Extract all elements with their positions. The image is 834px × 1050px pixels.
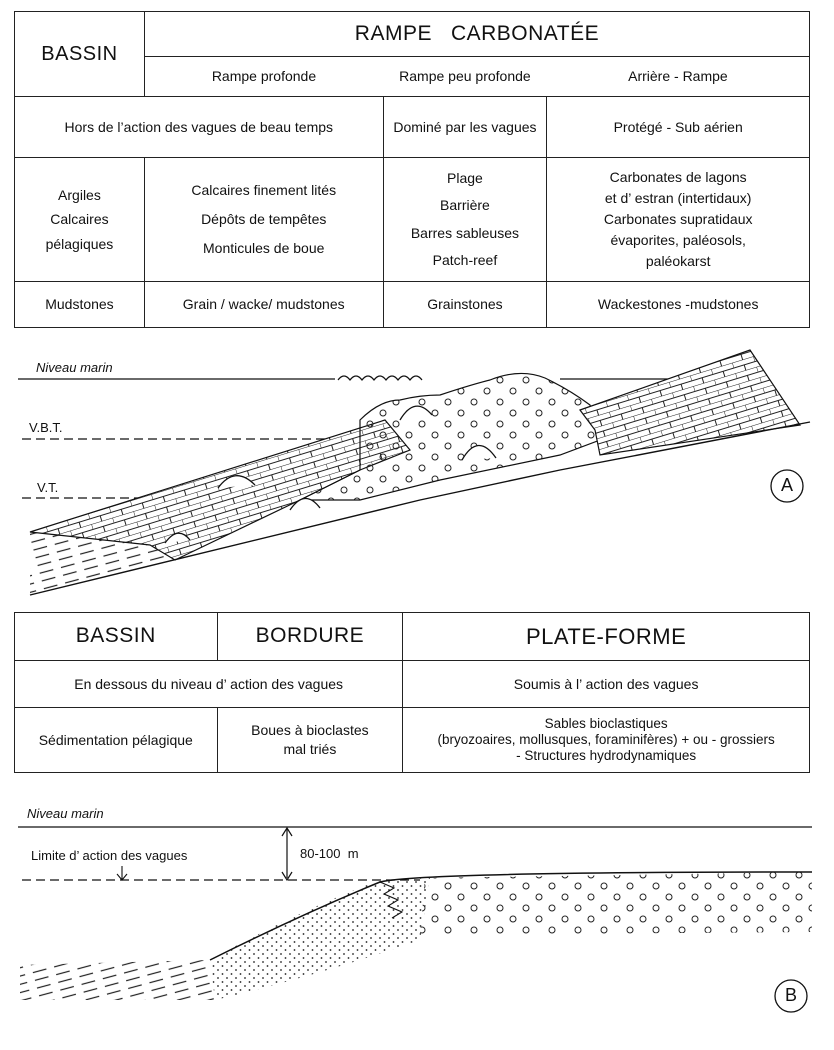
platform-sands-b [420,872,812,935]
action-soumis: Soumis à l’ action des vagues [403,661,810,708]
wave-limit-label: Limite d’ action des vagues [31,848,187,863]
facies-plate-forme: Sables bioclastiques(bryozoaires, mollus… [403,708,810,773]
header-bordure: BORDURE [217,613,403,661]
sea-level-label-b: Niveau marin [27,806,104,821]
facies-pelagique: Sédimentation pélagique [15,708,218,773]
waves-a [338,376,422,380]
basin-mud-b [20,960,215,1000]
depth-label: 80-100 m [300,846,359,861]
shelf-table: BASSIN BORDURE PLATE-FORME En dessous du… [14,612,810,773]
action-en-dessous: En dessous du niveau d’ action des vague… [15,661,403,708]
vt-label: V.T. [37,480,58,495]
marker-b: B [783,985,799,1006]
marker-a: A [779,475,795,496]
header-bassin: BASSIN [15,613,218,661]
backramp-limestone-a [580,350,800,455]
sea-level-label-a: Niveau marin [36,360,113,375]
border-dots-b [210,878,430,1000]
vbt-label: V.B.T. [29,420,62,435]
header-plate-forme: PLATE-FORME [403,613,810,661]
